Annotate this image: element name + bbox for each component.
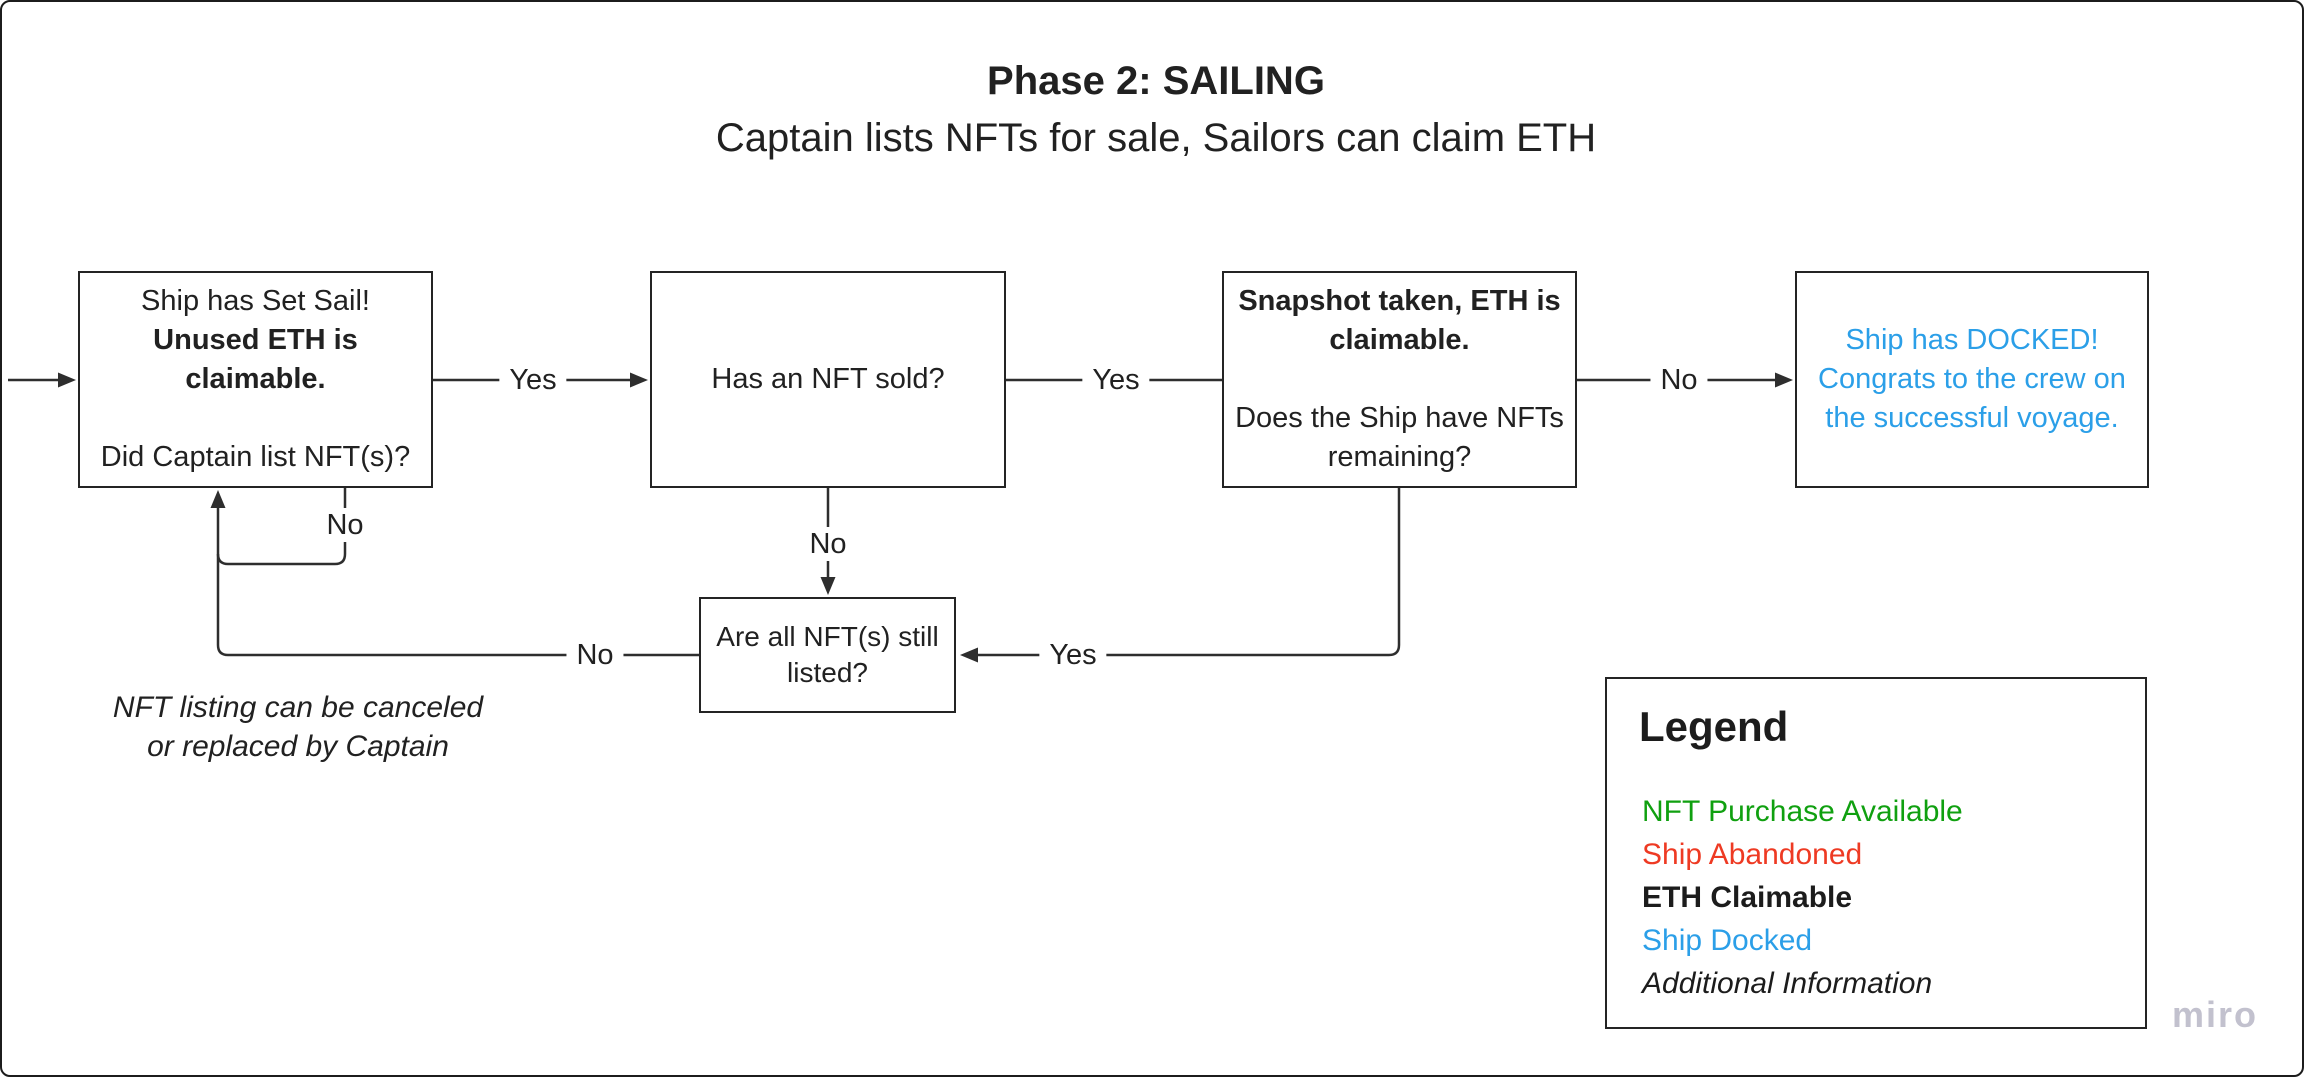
edge-label-no-setsail-selfloop: No bbox=[316, 508, 374, 542]
edge-label-yes-setsail-nftsold: Yes bbox=[499, 363, 567, 397]
node-all-nfts-still-listed-question: Are all NFT(s) still listed? bbox=[716, 621, 939, 688]
node-ship-set-sail-statement: Ship has Set Sail! Unused ETH is claimab… bbox=[86, 282, 425, 399]
set-sail-text: Ship has Set Sail! bbox=[141, 285, 370, 317]
node-has-nft-sold-question: Has an NFT sold? bbox=[711, 363, 945, 395]
edge-label-no-stilllisted-setsail: No bbox=[566, 638, 624, 672]
page-subtitle: Captain lists NFTs for sale, Sailors can… bbox=[715, 116, 1597, 160]
legend-item-ship-abandoned: Ship Abandoned bbox=[1642, 838, 1863, 871]
node-has-nft-sold: Has an NFT sold? bbox=[650, 271, 1006, 488]
legend-box: Legend NFT Purchase Available Ship Aband… bbox=[1605, 677, 2147, 1029]
legend-items: NFT Purchase Available Ship Abandoned ET… bbox=[1642, 790, 1963, 1005]
node-ship-set-sail-question: Did Captain list NFT(s)? bbox=[100, 441, 411, 473]
page-title: Phase 2: SAILING bbox=[987, 59, 1325, 103]
edge-label-no-nftsold-stilllisted: No bbox=[799, 527, 857, 561]
annotation-line-2: or replaced by Captain bbox=[147, 730, 449, 763]
node-snapshot-taken: Snapshot taken, ETH is claimable. Does t… bbox=[1222, 271, 1577, 488]
node-ship-docked: Ship has DOCKED! Congrats to the crew on… bbox=[1795, 271, 2149, 488]
legend-item-nft-purchase-available: NFT Purchase Available bbox=[1642, 795, 1963, 828]
unused-eth-claimable-text: Unused ETH is claimable. bbox=[153, 324, 358, 395]
arrowhead-into-docked bbox=[1775, 372, 1793, 388]
arrowhead-into-setsail-bottom bbox=[210, 490, 226, 508]
annotation-line-1: NFT listing can be canceled bbox=[112, 691, 484, 724]
edge-snapshot-stilllisted-line bbox=[978, 488, 1401, 657]
edge-setsail-selfloop-line bbox=[216, 488, 347, 566]
edge-stilllisted-setsail-line bbox=[216, 508, 699, 657]
arrowhead-into-stilllisted-top bbox=[820, 577, 836, 595]
legend-item-additional-information: Additional Information bbox=[1642, 967, 1933, 1000]
arrowhead-into-setsail-left bbox=[58, 372, 76, 388]
legend-item-eth-claimable: ETH Claimable bbox=[1642, 881, 1853, 914]
node-ship-set-sail: Ship has Set Sail! Unused ETH is claimab… bbox=[78, 271, 433, 488]
diagram-title-block: Phase 2: SAILING Captain lists NFTs for … bbox=[716, 53, 1596, 167]
annotation-nft-listing-note: NFT listing can be canceled or replaced … bbox=[113, 688, 483, 766]
legend-item-ship-docked: Ship Docked bbox=[1642, 924, 1813, 957]
edge-label-no-snapshot-docked: No bbox=[1650, 363, 1708, 397]
arrowhead-into-stilllisted-right bbox=[960, 647, 978, 663]
miro-watermark: miro bbox=[2171, 994, 2259, 1035]
node-snapshot-question: Does the Ship have NFTs remaining? bbox=[1235, 402, 1564, 473]
edge-label-yes-nftsold-snapshot: Yes bbox=[1082, 363, 1150, 397]
node-all-nfts-still-listed: Are all NFT(s) still listed? bbox=[699, 597, 956, 713]
edge-label-yes-snapshot-stilllisted: Yes bbox=[1039, 638, 1107, 672]
node-ship-docked-message: Ship has DOCKED! Congrats to the crew on… bbox=[1818, 324, 2126, 434]
arrowhead-into-nftsold bbox=[630, 372, 648, 388]
node-snapshot-statement: Snapshot taken, ETH is claimable. bbox=[1238, 285, 1561, 356]
legend-title: Legend bbox=[1639, 703, 1789, 750]
